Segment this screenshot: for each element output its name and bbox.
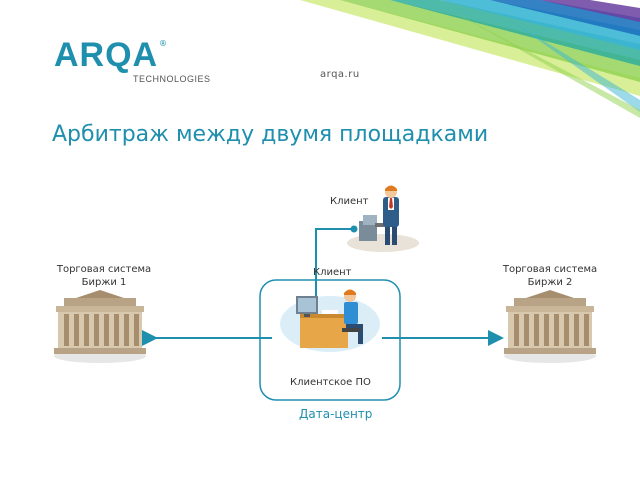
client-connection-dot (350, 225, 358, 233)
exchange-right-line1: Торговая система (502, 264, 598, 275)
client-label: Клиент (330, 196, 369, 207)
client-person-icon (347, 185, 419, 252)
software-label: Клиентское ПО (290, 377, 371, 388)
logo-text: ARQA (54, 36, 159, 74)
exchange-right-building-icon (504, 290, 596, 363)
slide-title: Арбитраж между двумя площадками (52, 122, 489, 147)
client-connection-line (315, 228, 352, 300)
inner-client-label: Клиент (313, 267, 352, 278)
site-url: arqa.ru (320, 69, 360, 80)
exchange-left-label: Торговая система Биржи 1 (54, 263, 154, 289)
stripe-group (300, 0, 640, 118)
exchange-left-line2: Биржи 1 (81, 277, 127, 288)
datacenter-label: Дата-центр (299, 407, 373, 421)
registered-mark: ® (159, 39, 167, 48)
exchange-right-line2: Биржи 2 (527, 277, 573, 288)
decorative-stripes (300, 0, 640, 118)
office-worker-icon (280, 289, 380, 352)
logo-subtitle: TECHNOLOGIES (133, 74, 211, 84)
datacenter-box (259, 279, 401, 401)
exchange-left-line1: Торговая система (56, 264, 152, 275)
exchange-right-label: Торговая система Биржи 2 (500, 263, 600, 289)
exchange-left-building-icon (54, 290, 146, 363)
